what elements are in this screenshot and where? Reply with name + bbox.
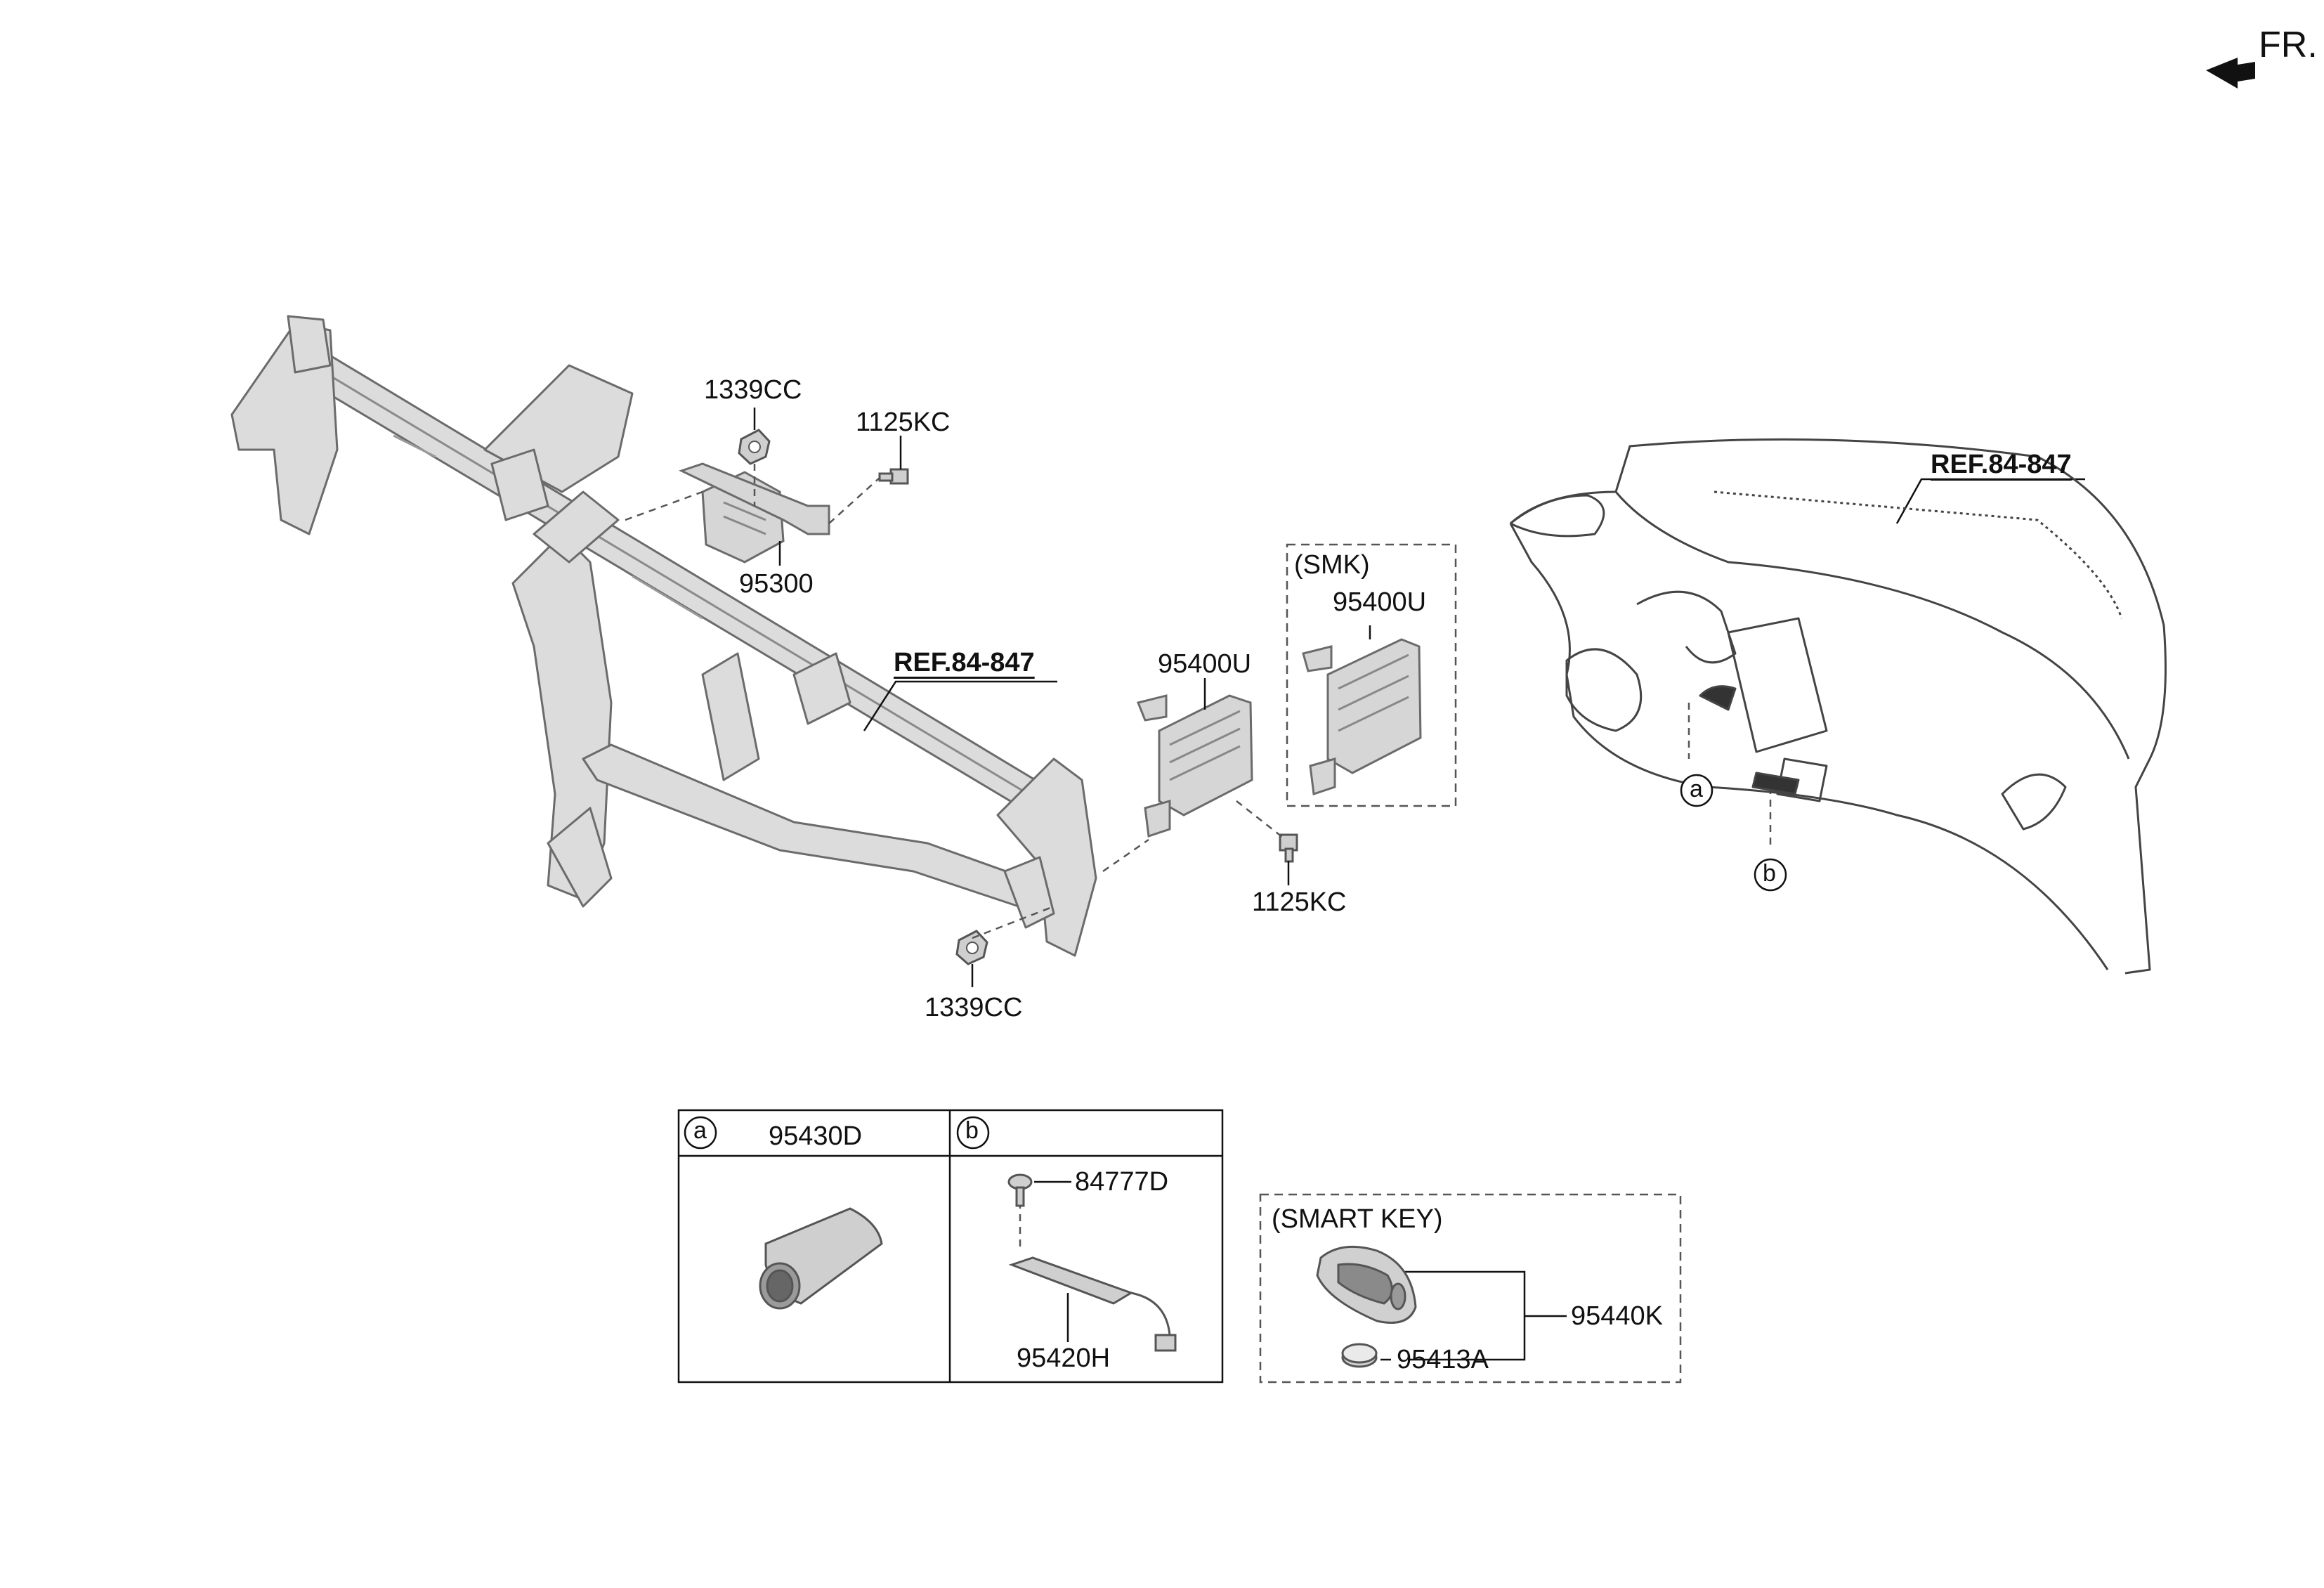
front-direction-arrow-icon xyxy=(2206,58,2255,89)
part-label-bolt-upper: 1125KC xyxy=(856,408,951,437)
smk-dashed-box xyxy=(1286,543,1457,807)
antenna-95420h-icon xyxy=(1008,1256,1177,1352)
front-direction-label: FR. xyxy=(2259,25,2318,65)
ref-label-cowl: REF.84-847 xyxy=(894,648,1035,677)
nut-lower-icon xyxy=(955,930,988,965)
bolt-lower-icon xyxy=(1279,833,1298,863)
smart-key-dashed-box xyxy=(1259,1193,1682,1384)
smk-module-95400u xyxy=(1136,694,1253,838)
part-label-95400u: 95400U xyxy=(1158,649,1252,679)
screw-84777d-icon xyxy=(1007,1173,1033,1207)
smk-box-module xyxy=(1302,638,1422,796)
dashboard-crash-pad xyxy=(1509,438,2167,975)
callout-b-dash xyxy=(1754,858,1787,892)
module-95300 xyxy=(679,462,830,564)
part-label-nut-upper: 1339CC xyxy=(704,375,802,405)
cowl-cross-member xyxy=(230,315,1097,957)
alignment-dash-lines xyxy=(625,464,1772,1251)
smart-key-box-title: (SMART KEY) xyxy=(1272,1204,1443,1234)
start-stop-button-icon xyxy=(759,1207,883,1310)
ref-label-dash: REF.84-847 xyxy=(1931,450,2072,479)
table-marker-b: b xyxy=(965,1117,979,1144)
callout-b-dash-label: b xyxy=(1763,860,1776,887)
battery-part-label: 95413A xyxy=(1397,1345,1489,1374)
callout-a-dash-label: a xyxy=(1690,776,1703,802)
smk-box-title: (SMK) xyxy=(1294,550,1370,580)
nut-upper-icon xyxy=(738,429,771,465)
smart-key-fob-icon xyxy=(1316,1245,1417,1324)
part-label-nut-lower: 1339CC xyxy=(925,993,1023,1022)
part-label-95300: 95300 xyxy=(739,569,814,599)
coin-battery-icon xyxy=(1341,1343,1378,1368)
table-screw-84777d: 84777D xyxy=(1075,1167,1169,1197)
bolt-upper-icon xyxy=(878,468,909,485)
detail-table xyxy=(677,1109,1224,1384)
part-label-bolt-lower: 1125KC xyxy=(1252,887,1347,917)
table-part-95430d: 95430D xyxy=(769,1121,863,1151)
table-marker-a: a xyxy=(693,1117,707,1144)
smart-key-part-label: 95440K xyxy=(1571,1301,1664,1331)
smk-box-part-label: 95400U xyxy=(1333,587,1427,617)
table-part-95420h: 95420H xyxy=(1017,1343,1111,1373)
callout-a-dash xyxy=(1680,774,1713,807)
